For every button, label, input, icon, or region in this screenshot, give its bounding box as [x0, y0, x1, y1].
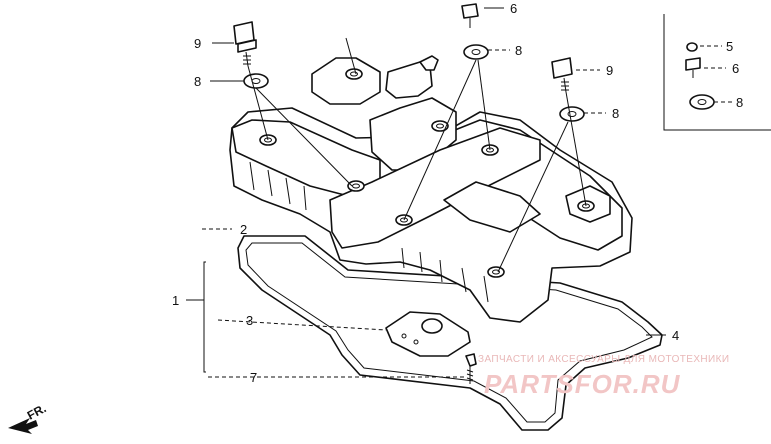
cap-nut-5 — [686, 42, 698, 52]
bolt-6-top — [461, 3, 479, 28]
washer-8-inset — [689, 94, 715, 110]
callout-8a: 8 — [194, 74, 201, 89]
front-direction: FR. — [8, 401, 48, 434]
callout-8c: 8 — [612, 106, 619, 121]
leader-lines — [186, 7, 734, 378]
callout-2: 2 — [240, 222, 247, 237]
callout-4: 4 — [672, 328, 679, 343]
bolt-9-right — [551, 57, 573, 93]
plug-hole-seal — [385, 311, 471, 357]
callout-5: 5 — [726, 39, 733, 54]
callout-3: 3 — [246, 313, 253, 328]
inset-box — [663, 14, 771, 131]
callout-8d: 8 — [736, 95, 743, 110]
callout-9a: 9 — [194, 36, 201, 51]
callout-9b: 9 — [606, 63, 613, 78]
washer-8-top — [463, 44, 489, 60]
stud-bolt — [465, 353, 477, 384]
watermark-tagline: ЗАПЧАСТИ И АКСЕССУАРЫ ДЛЯ МОТОТЕХНИКИ — [478, 354, 729, 365]
bolt-9-left — [233, 21, 257, 67]
callout-6a: 6 — [510, 1, 517, 16]
callout-7: 7 — [250, 370, 257, 385]
washer-8-right — [559, 106, 585, 122]
callout-1: 1 — [172, 293, 179, 308]
callout-6b: 6 — [732, 61, 739, 76]
callout-8b: 8 — [515, 43, 522, 58]
front-arrow-icon — [8, 418, 38, 434]
watermark-logo: PARTSFOR.RU — [484, 369, 681, 399]
watermark: ЗАПЧАСТИ И АКСЕССУАРЫ ДЛЯ МОТОТЕХНИКИ PA… — [478, 354, 729, 399]
callout-labels: 9 8 6 8 9 8 5 6 8 2 1 3 4 7 — [172, 1, 743, 385]
bolt-6-inset — [685, 57, 701, 78]
washer-8-left — [243, 73, 269, 89]
